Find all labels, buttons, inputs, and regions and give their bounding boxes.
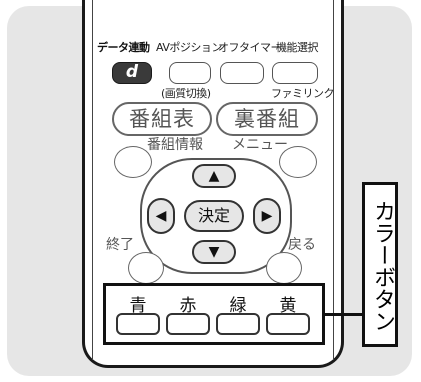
dpad-right-button[interactable]: ▶ bbox=[253, 198, 281, 234]
yellow-button-label: 黄 bbox=[279, 296, 297, 316]
end-label: 終了 bbox=[106, 237, 134, 253]
arrow-right-icon: ▶ bbox=[261, 208, 273, 224]
back-button[interactable] bbox=[266, 252, 302, 284]
function-select-label: 機能選択 bbox=[276, 41, 319, 54]
callout-connector bbox=[325, 313, 362, 316]
arrow-left-icon: ◀ bbox=[155, 208, 167, 224]
av-position-label: AVポジション bbox=[156, 41, 222, 54]
green-button-label: 緑 bbox=[229, 296, 247, 316]
callout-label-box: カラーボタン bbox=[362, 182, 398, 347]
callout-label: カラーボタン bbox=[370, 200, 395, 332]
dpad-left-button[interactable]: ◀ bbox=[147, 198, 175, 234]
end-button[interactable] bbox=[128, 252, 164, 284]
program-info-label: 番組情報 bbox=[147, 137, 203, 153]
back-label: 戻る bbox=[288, 237, 316, 253]
av-position-button[interactable] bbox=[169, 62, 211, 84]
menu-label: メニュー bbox=[232, 137, 288, 153]
program-guide-button[interactable]: 番組表 bbox=[112, 102, 212, 136]
function-select-sub: ファミリンク bbox=[271, 87, 335, 100]
green-button[interactable] bbox=[216, 313, 260, 335]
red-button[interactable] bbox=[166, 313, 210, 335]
d-glyph: d bbox=[125, 62, 139, 82]
function-select-button[interactable] bbox=[272, 62, 318, 84]
off-timer-label: オフタイマー bbox=[218, 41, 282, 54]
data-button-label: データ連動 bbox=[97, 41, 150, 54]
reverse-guide-button[interactable]: 裏番組 bbox=[216, 102, 318, 136]
menu-button[interactable] bbox=[279, 146, 317, 178]
dpad-down-button[interactable]: ▼ bbox=[192, 240, 236, 264]
blue-button-label: 青 bbox=[129, 296, 147, 316]
blue-button[interactable] bbox=[116, 313, 160, 335]
program-info-button[interactable] bbox=[114, 146, 152, 178]
dpad-up-button[interactable]: ▲ bbox=[192, 164, 236, 188]
arrow-down-icon: ▼ bbox=[208, 244, 220, 260]
data-button[interactable]: d bbox=[112, 62, 152, 84]
yellow-button[interactable] bbox=[266, 313, 310, 335]
red-button-label: 赤 bbox=[179, 296, 197, 316]
dpad-ok-button[interactable]: 決定 bbox=[184, 200, 244, 232]
arrow-up-icon: ▲ bbox=[208, 168, 220, 184]
av-position-sub: (画質切換) bbox=[161, 87, 211, 100]
off-timer-button[interactable] bbox=[220, 62, 264, 84]
